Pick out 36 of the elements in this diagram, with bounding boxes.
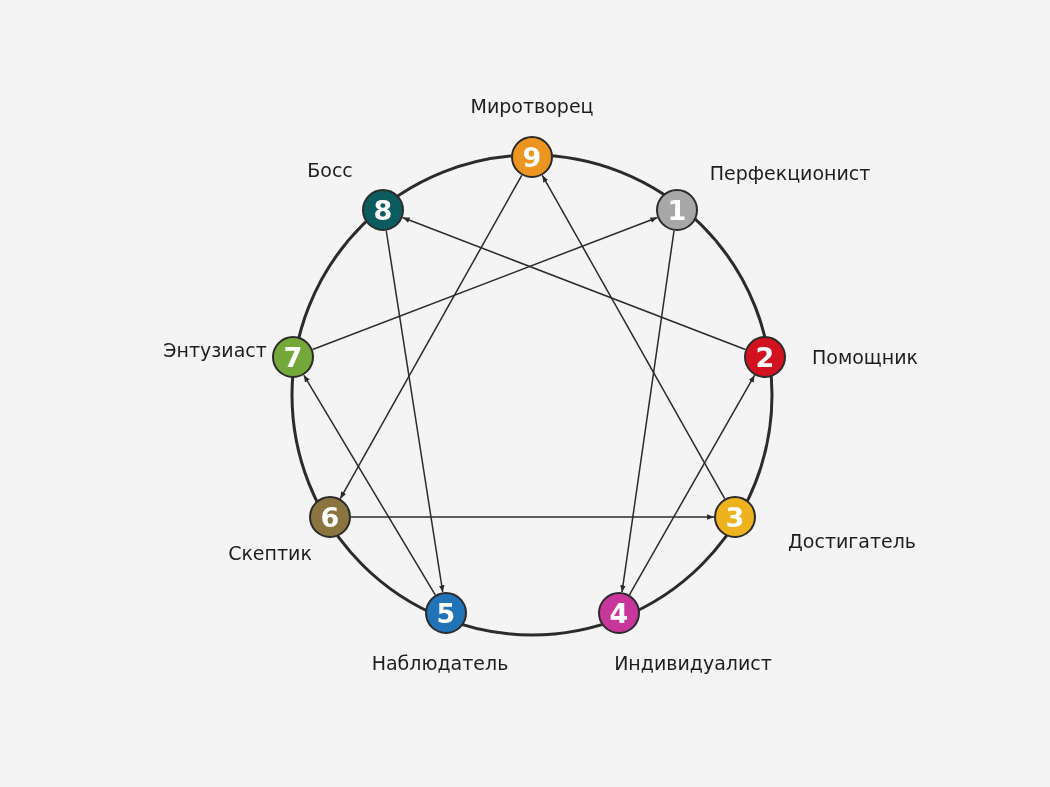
type-circle (425, 592, 467, 634)
type-circle (744, 336, 786, 378)
type-number: 1 (667, 196, 687, 224)
type-name: Миротворец (470, 95, 594, 117)
arrow (311, 216, 659, 351)
type-name: Помощник (812, 346, 918, 368)
type-number: 5 (436, 599, 456, 627)
type-name: Индивидуалист (614, 652, 772, 674)
arrow (350, 514, 715, 520)
type-circle (656, 189, 698, 231)
type-number: 2 (755, 343, 775, 371)
arrow (620, 230, 675, 593)
arrow (303, 374, 436, 596)
type-number: 4 (609, 599, 629, 627)
type-number: 3 (725, 503, 745, 531)
type-name: Скептик (228, 542, 312, 564)
type-name: Наблюдатель (371, 652, 509, 674)
type-name: Перфекционист (709, 162, 871, 184)
arrow (339, 174, 523, 500)
arrow (541, 174, 726, 500)
arrow (628, 374, 756, 596)
type-circle (309, 496, 351, 538)
type-name: Босс (307, 159, 353, 181)
type-name: Энтузиаст (163, 339, 267, 361)
type-name: Достигатель (787, 530, 917, 552)
type-number: 6 (320, 503, 340, 531)
type-circle (272, 336, 314, 378)
type-number: 9 (522, 143, 542, 171)
type-circle (362, 189, 404, 231)
arrow (385, 230, 445, 593)
type-circle (714, 496, 756, 538)
type-number: 7 (283, 343, 303, 371)
type-circle (511, 136, 553, 178)
arrow (401, 216, 747, 351)
type-circle (598, 592, 640, 634)
type-number: 8 (373, 196, 393, 224)
